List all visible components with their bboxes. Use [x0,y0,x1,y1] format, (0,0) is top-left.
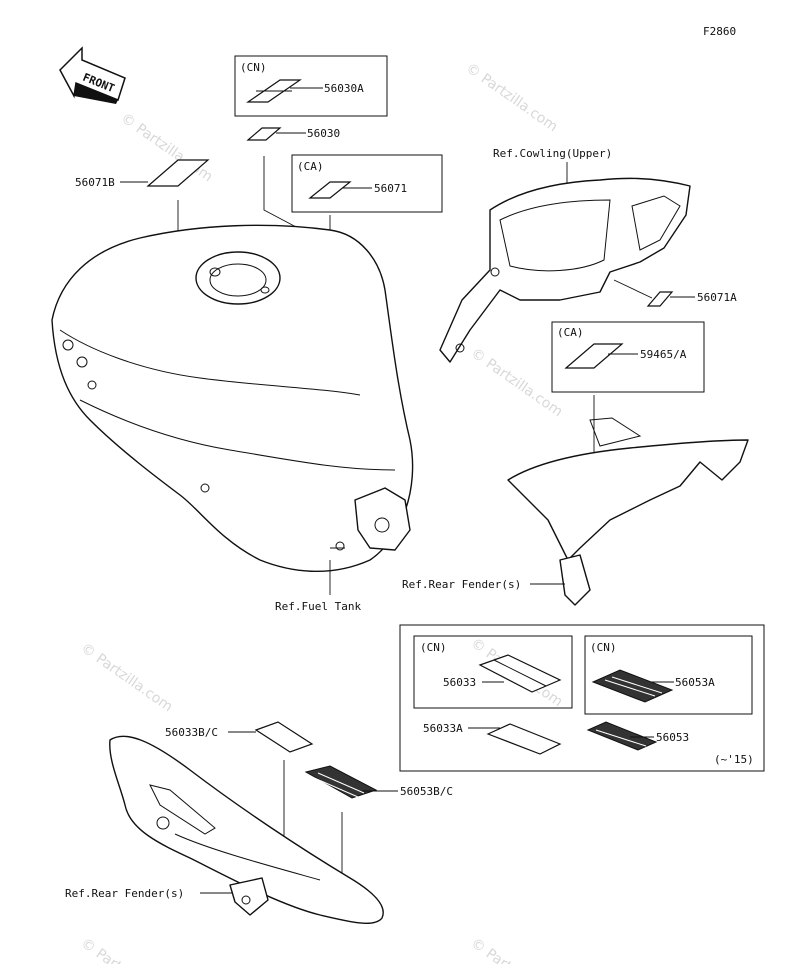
cn-label-inner-left: (CN) [420,641,447,654]
ref-rear-fender-right[interactable]: Ref.Rear Fender(s) [402,578,521,591]
cn-box-inner-left [413,635,573,709]
decal-56033[interactable] [478,654,562,693]
decal-56071A[interactable] [646,291,674,307]
part-number-56033A[interactable]: 56033A [423,722,463,735]
decal-56053BC[interactable] [304,765,378,799]
cn-label-inner-right: (CN) [590,641,617,654]
ca-box-right [551,321,705,393]
part-number-56030[interactable]: 56030 [307,127,340,140]
part-number-56033[interactable]: 56033 [443,676,476,689]
part-number-56053BC[interactable]: 56053B/C [400,785,453,798]
part-number-56071B[interactable]: 56071B [75,176,115,189]
part-number-56030A[interactable]: 56030A [324,82,364,95]
ca-box-top [291,154,443,213]
decal-56053[interactable] [586,721,658,751]
watermark: © Partzilla.com [468,345,566,420]
part-number-56053[interactable]: 56053 [656,731,689,744]
decal-56071[interactable] [308,181,352,199]
part-number-59465A[interactable]: 59465/A [640,348,687,361]
year-note: (~'15) [714,753,754,766]
cn-box-top [234,55,388,117]
part-number-56053A[interactable]: 56053A [675,676,715,689]
decal-56053A[interactable] [591,669,674,703]
watermark: © Partzilla.com [468,935,566,964]
decal-56033A[interactable] [486,723,562,755]
ref-fuel-tank[interactable]: Ref.Fuel Tank [275,600,361,613]
upper-cowling [439,177,691,363]
decal-56030[interactable] [246,127,282,141]
ca-label: (CA) [297,160,324,173]
diagram-code: F2860 [703,25,736,38]
part-number-56033BC[interactable]: 56033B/C [165,726,218,739]
fuel-tank [51,224,414,573]
front-arrow-icon: FRONT [59,46,126,104]
decal-59465A[interactable] [564,343,624,369]
part-number-56071A[interactable]: 56071A [697,291,737,304]
rear-fender-right [507,417,749,606]
cn-box-inner-right [584,635,753,715]
cn-label: (CN) [240,61,267,74]
watermark: © Partzilla.com [78,640,176,715]
decal-56071B[interactable] [146,159,210,187]
decal-kit-box [399,624,765,772]
decal-56033BC[interactable] [254,721,314,753]
watermark: © Partzilla.com [78,935,176,964]
decal-56030A[interactable] [246,79,302,103]
watermark: © Partzilla.com [463,60,561,135]
ca-label-right: (CA) [557,326,584,339]
rear-fender-left [109,735,384,924]
ref-rear-fender-left[interactable]: Ref.Rear Fender(s) [65,887,184,900]
part-number-56071[interactable]: 56071 [374,182,407,195]
ref-cowling-upper[interactable]: Ref.Cowling(Upper) [493,147,612,160]
